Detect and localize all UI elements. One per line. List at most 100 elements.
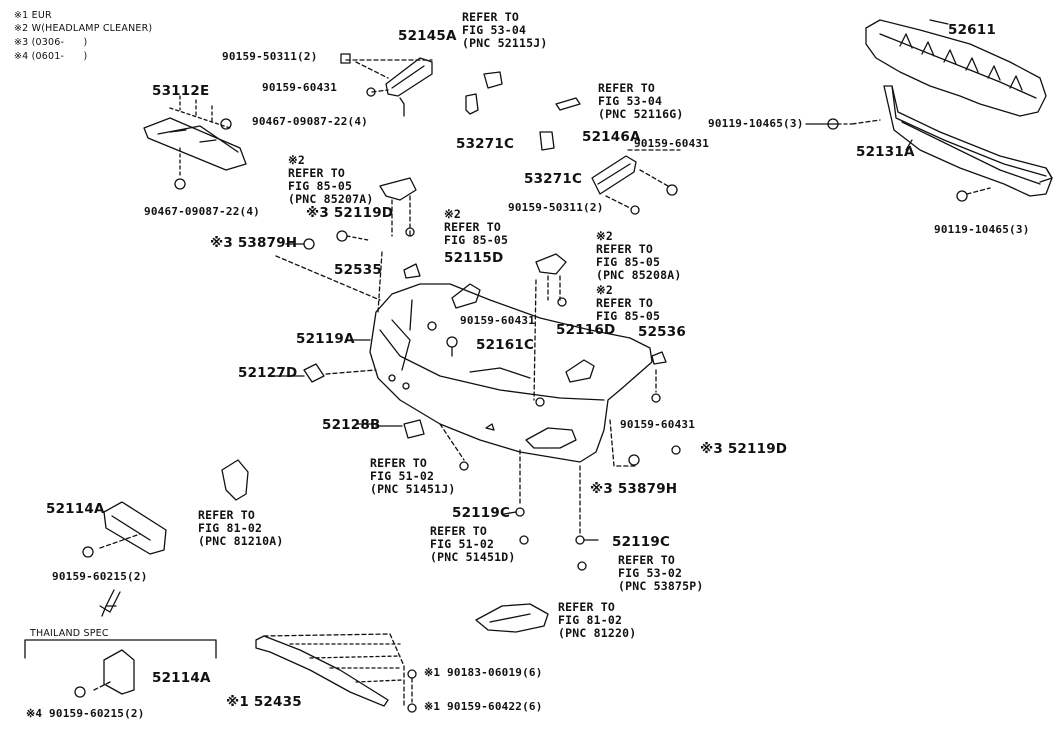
clip-90467-b — [174, 178, 186, 190]
label-52145A: 52145A — [398, 28, 457, 44]
bolt-52161C — [446, 336, 458, 357]
label-52435: ※1 52435 — [226, 694, 302, 710]
label-90159-60431-d: 90159-60431 — [620, 418, 696, 431]
plate-52114A-b — [93, 649, 135, 695]
label-90159-60431-a: 90159-60431 — [262, 81, 338, 94]
ref-51451J: REFER TO FIG 51-02 (PNC 51451J) — [370, 456, 456, 496]
screw-90159-50311-b — [630, 205, 640, 215]
screw-90159-50311-a — [340, 53, 351, 64]
bracket-52116D — [565, 359, 595, 383]
bumper-cover-drawing — [369, 283, 653, 463]
ref-part-85208A — [535, 253, 567, 301]
label-90159-60215-a: 90159-60215(2) — [52, 570, 148, 583]
ref-85208A: ※2 REFER TO FIG 85-05 (PNC 85208A) — [596, 229, 682, 282]
label-53879H-b: ※3 53879H — [590, 481, 678, 497]
label-53271C-b: 53271C — [524, 171, 583, 187]
clip-52119C-a — [515, 449, 525, 517]
label-90159-60215-b: ※4 90159-60215(2) — [26, 707, 145, 720]
energy-absorber-drawing — [865, 19, 1047, 117]
ref-52115J: REFER TO FIG 53-04 (PNC 52115J) — [462, 10, 548, 50]
nut-53879H-b — [628, 454, 640, 466]
bracket-52145A-drawing — [345, 57, 433, 117]
label-90119-a: 90119-10465(3) — [708, 117, 804, 130]
ref-85-05-right: ※2 REFER TO FIG 85-05 — [596, 283, 661, 323]
cap-52128B — [375, 419, 425, 439]
screw-51451D — [519, 535, 529, 545]
clip-52119D-a — [336, 230, 369, 242]
label-52128B: 52128B — [322, 417, 381, 433]
bumper-reinforcement-drawing — [883, 85, 1053, 197]
down-arrow — [99, 589, 121, 617]
label-52119D-b: ※3 52119D — [700, 441, 788, 457]
label-52119C-a: 52119C — [452, 505, 511, 521]
clip-90183 — [407, 669, 417, 679]
ref-85207A: ※2 REFER TO FIG 85-05 (PNC 85207A) — [288, 153, 374, 206]
ref-81210A: REFER TO FIG 81-02 (PNC 81210A) — [198, 508, 284, 548]
label-52119A: 52119A — [296, 331, 355, 347]
ref-52116G: REFER TO FIG 53-04 (PNC 52116G) — [598, 81, 684, 121]
screw-51451J — [439, 423, 469, 471]
bolt-90159-60431-c — [427, 321, 437, 331]
label-53112E: 53112E — [152, 83, 210, 99]
legend-note-2: ※2 W(HEADLAMP CLEANER) — [14, 23, 153, 34]
label-52114A-b: 52114A — [152, 670, 211, 686]
spoiler-52435-drawing — [255, 633, 405, 709]
bolt-90159-60431-a — [366, 87, 376, 97]
bolt-90159-60215-b — [74, 686, 86, 698]
ref-part-81210A — [221, 459, 249, 501]
bolt-90119-lower — [956, 187, 991, 202]
label-52119C-b: 52119C — [612, 534, 671, 550]
cover-53112E-drawing — [143, 95, 247, 179]
ref-81220: REFER TO FIG 81-02 (PNC 81220) — [558, 600, 637, 640]
label-90159-60431-c: 90159-60431 — [460, 314, 536, 327]
label-52131A: 52131A — [856, 144, 915, 160]
screw-53875P — [577, 561, 587, 571]
retainer-52535 — [403, 263, 421, 279]
screw-90159-60422 — [407, 677, 417, 713]
ref-part-81220 — [475, 603, 549, 633]
legend-note-3: ※3 (0306- ) — [14, 37, 88, 48]
clip-90467-a — [220, 118, 232, 130]
bolt-ref-85-05-left — [405, 227, 415, 237]
bolt-90159-60431-b — [666, 184, 678, 196]
label-90159-50311-b: 90159-50311(2) — [508, 201, 604, 214]
label-90159-60431-b: 90159-60431 — [634, 137, 710, 150]
ref-part-52116G — [555, 97, 581, 111]
label-52146A: 52146A — [582, 129, 641, 145]
label-90159-60422: ※1 90159-60422(6) — [424, 700, 543, 713]
label-90467-b: 90467-09087-22(4) — [144, 205, 260, 218]
label-52161C: 52161C — [476, 337, 535, 353]
bolt-ref-85-05-right — [557, 297, 567, 307]
label-52116D: 52116D — [556, 322, 616, 338]
piece-53271C-b — [539, 131, 555, 151]
label-52536: 52536 — [638, 324, 686, 340]
thailand-spec-label: THAILAND SPEC — [30, 628, 109, 639]
legend-note-1: ※1 EUR — [14, 10, 52, 21]
bracket-52146A-drawing — [591, 149, 681, 209]
ref-51451D: REFER TO FIG 51-02 (PNC 51451D) — [430, 524, 516, 564]
label-90159-50311-a: 90159-50311(2) — [222, 50, 318, 63]
clip-52119D-b — [671, 445, 681, 455]
label-52611: 52611 — [948, 22, 996, 38]
label-52127D: 52127D — [238, 365, 298, 381]
ref-53875P: REFER TO FIG 53-02 (PNC 53875P) — [618, 553, 704, 593]
ref-part-85207A — [379, 177, 417, 237]
plate-52114A-a — [99, 501, 167, 555]
label-52114A-a: 52114A — [46, 501, 105, 517]
piece-53271C-a — [465, 93, 479, 115]
ref-part-52115J — [483, 71, 503, 89]
label-52115D: 52115D — [444, 250, 504, 266]
label-53271C-a: 53271C — [456, 136, 515, 152]
thailand-spec-box — [24, 639, 217, 659]
label-90467-a: 90467-09087-22(4) — [252, 115, 368, 128]
cap-52127D — [303, 363, 377, 383]
label-90183: ※1 90183-06019(6) — [424, 666, 543, 679]
bolt-90159-60215-a — [82, 546, 94, 558]
bolt-90159-60431-d — [651, 369, 661, 403]
label-52119D-a: ※3 52119D — [306, 205, 394, 221]
label-90119-b: 90119-10465(3) — [934, 223, 1030, 236]
label-52535: 52535 — [334, 262, 382, 278]
clip-52119C-b — [575, 465, 585, 545]
